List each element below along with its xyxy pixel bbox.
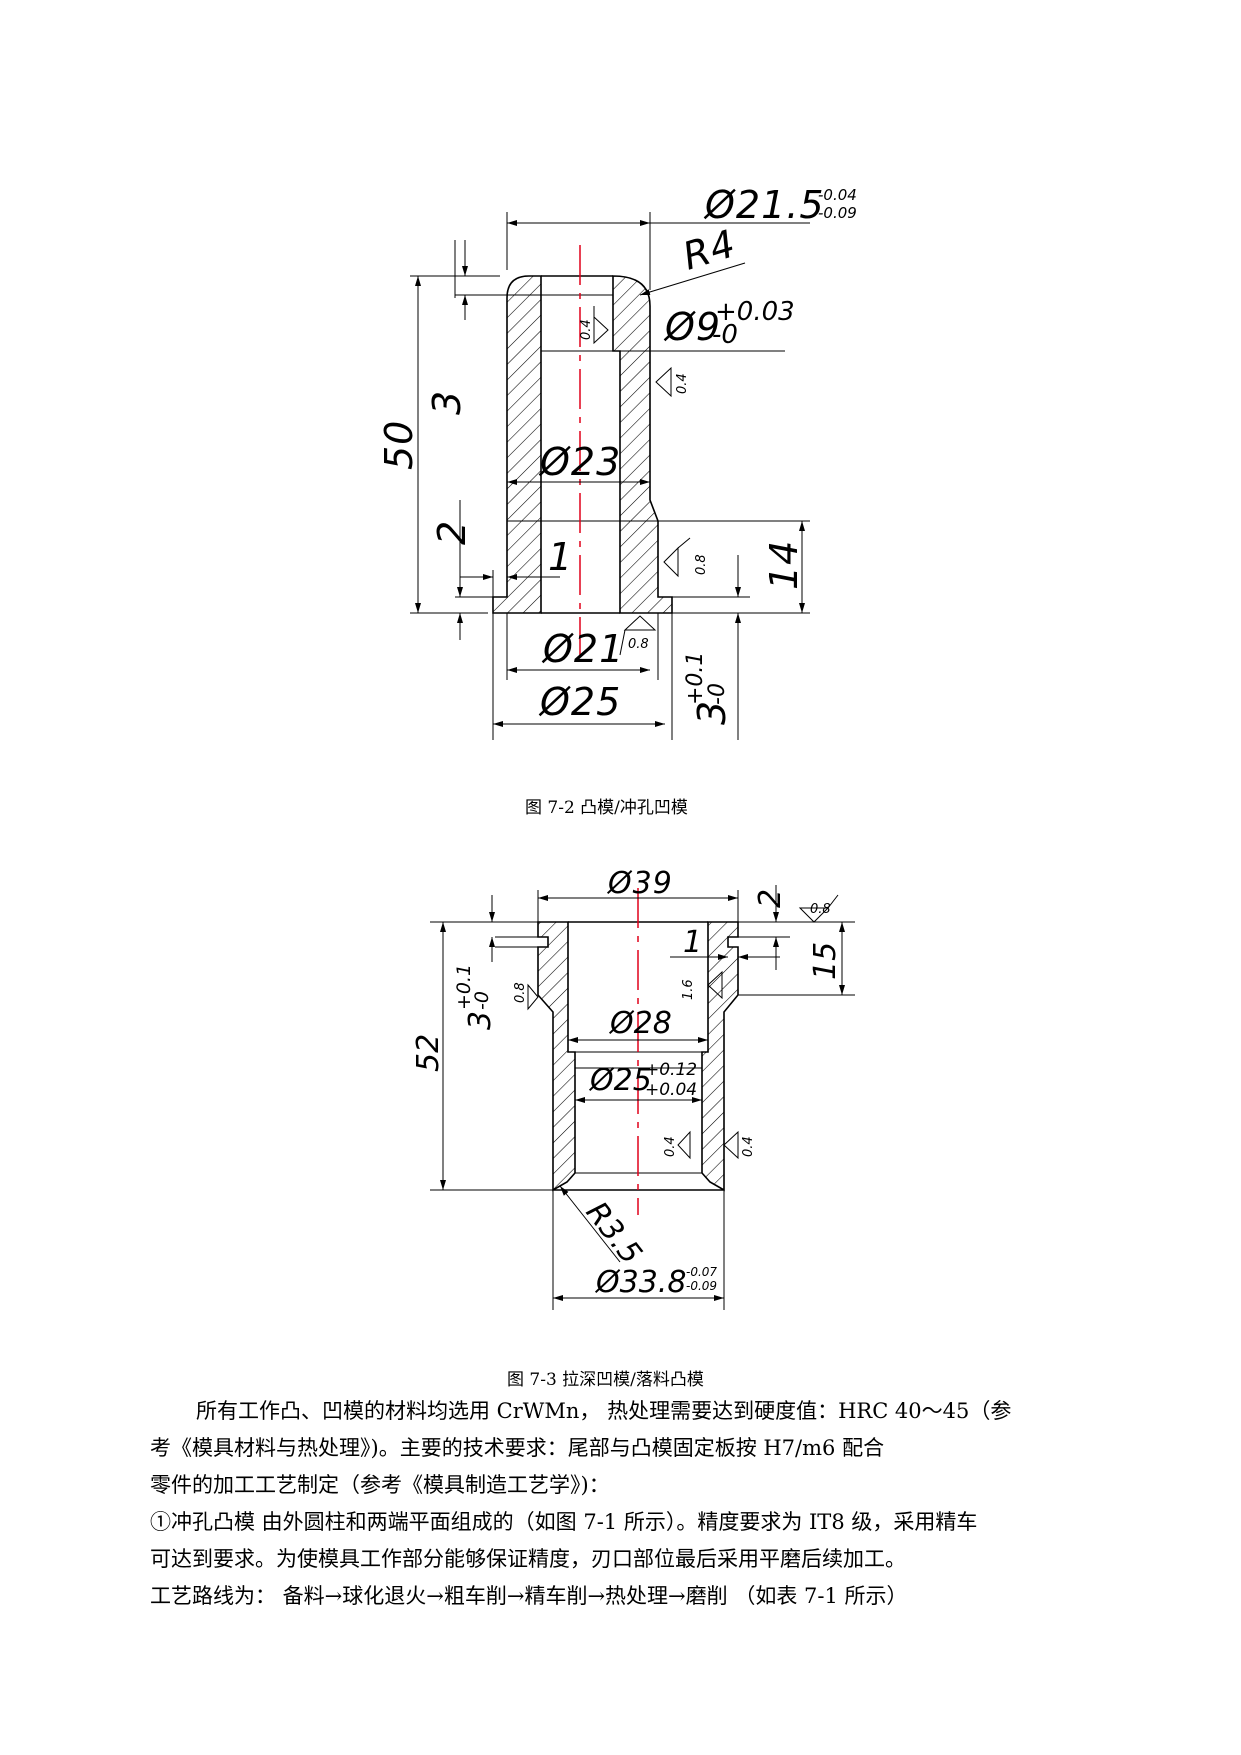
punch-right-wall (612, 275, 673, 614)
ra-04-outer: 0.4 (675, 373, 690, 394)
punch-left-wall (492, 275, 542, 614)
ra-08-top: 0.8 (810, 902, 831, 917)
ra-08-bottom: 0.8 (628, 637, 649, 652)
tol-d9-up: +0.03 (715, 297, 795, 327)
tol-d33-8-up: -0.07 (686, 1265, 717, 1279)
dim-h1: 1 (548, 535, 573, 579)
tol-h3-die-up: +0.1 (453, 964, 475, 1010)
ra-16: 1.6 (681, 979, 696, 1000)
tol-d25-die-up: +0.12 (645, 1060, 697, 1080)
ra-04-inner: 0.4 (579, 319, 594, 340)
drawing-die: Ø39 2 0.8 1 15 1.6 0.8 3 +0.1 -0 52 Ø28 … (411, 866, 855, 1310)
dim-h1-die: 1 (683, 925, 702, 960)
ra-08-right: 0.8 (694, 554, 709, 575)
drawing-punch: Ø21.5 -0.04 -0.09 R4 Ø9 +0.03 -0 0.4 0.4… (377, 183, 857, 740)
dim-d23: Ø23 (538, 440, 621, 484)
dim-h3: 3 (425, 390, 469, 415)
dim-d21-5: Ø21.5 (703, 183, 825, 227)
tol-h3-up: +0.1 (683, 652, 708, 705)
dim-d9: Ø9 (663, 305, 721, 349)
tol-d25-die-low: +0.04 (645, 1080, 697, 1100)
text-line-6: 工艺路线为： 备料→球化退火→粗车削→精车削→热处理→磨削 （如表 7-1 所示… (150, 1584, 908, 1608)
ra-08-left: 0.8 (513, 982, 528, 1003)
ra-04-die-outer: 0.4 (741, 1136, 756, 1157)
text-line-3: 零件的加工工艺制定（参考《模具制造工艺学》)： (150, 1473, 610, 1497)
dim-d33-8: Ø33.8 (594, 1265, 686, 1300)
dim-h2-die: 2 (753, 889, 788, 908)
ra-04-die-inner: 0.4 (663, 1136, 678, 1157)
tol-h3-die-low: -0 (471, 991, 493, 1010)
dim-h2: 2 (430, 520, 474, 545)
dim-h14: 14 (762, 540, 806, 590)
text-line-4: ①冲孔凸模 由外圆柱和两端平面组成的（如图 7-1 所示）。精度要求为 IT8 … (150, 1510, 978, 1534)
caption-fig-7-3: 图 7-3 拉深凹模/落料凸模 (507, 1370, 704, 1390)
dim-d28: Ø28 (608, 1006, 672, 1041)
tol-d21-5-low: -0.09 (818, 204, 857, 222)
dim-h52: 52 (411, 1034, 446, 1072)
dim-h3tol: 3 (690, 700, 734, 725)
dim-h3tol-die: 3 (463, 1011, 498, 1030)
dim-h15: 15 (808, 942, 843, 980)
text-line-2: 考《模具材料与热处理》)。主要的技术要求：尾部与凸模固定板按 H7/m6 配合 (150, 1436, 885, 1460)
caption-fig-7-2: 图 7-2 凸模/冲孔凹模 (525, 798, 688, 818)
dim-d21: Ø21 (541, 627, 624, 671)
text-line-1: 所有工作凸、凹模的材料均选用 CrWMn， 热处理需要达到硬度值：HRC 40～… (196, 1399, 1012, 1423)
text-line-5: 可达到要求。为使模具工作部分能够保证精度，刃口部位最后采用平磨后续加工。 (150, 1547, 906, 1571)
die-left-wall (537, 921, 576, 1192)
dim-d25: Ø25 (538, 680, 621, 724)
tol-h3-low: -0 (705, 683, 730, 705)
tol-d9-low: -0 (712, 320, 738, 350)
body-text: 所有工作凸、凹模的材料均选用 CrWMn， 热处理需要达到硬度值：HRC 40～… (150, 1393, 1140, 1615)
dim-d39: Ø39 (606, 866, 673, 901)
dim-h50: 50 (377, 420, 421, 470)
die-right-wall (701, 921, 739, 1192)
tol-d21-5-up: -0.04 (818, 186, 857, 204)
dim-d25-die: Ø25 (588, 1063, 652, 1098)
tol-d33-8-low: -0.09 (686, 1279, 717, 1293)
